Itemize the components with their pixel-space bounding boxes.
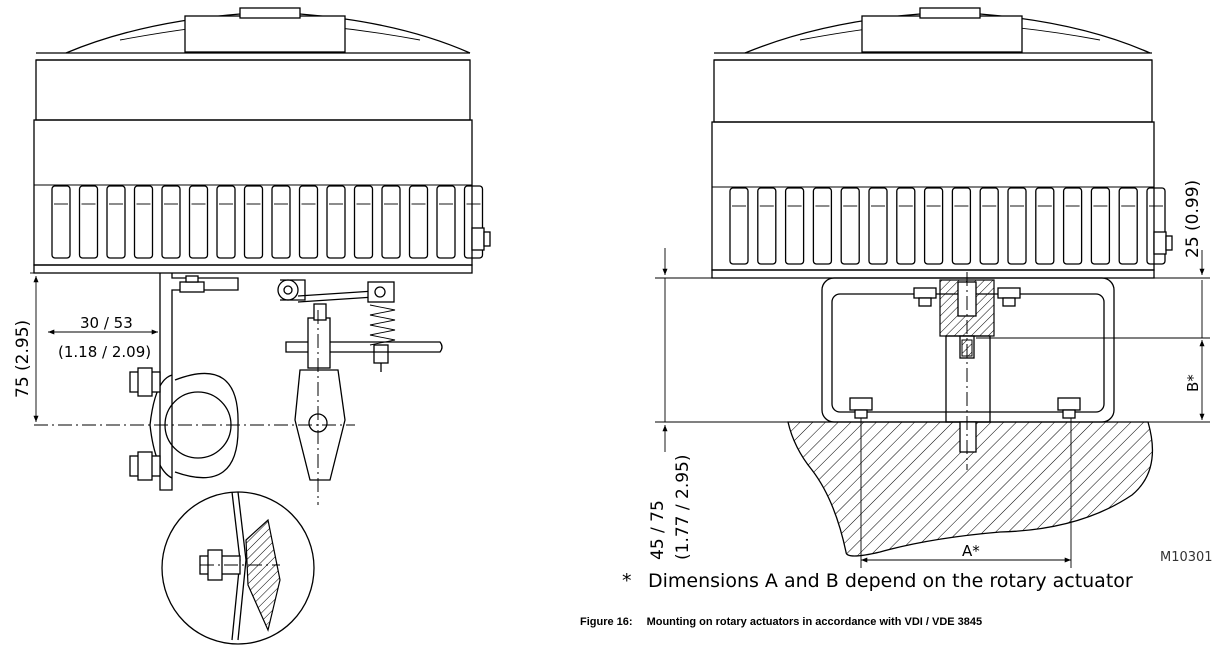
- dimension-b: B*: [1184, 340, 1205, 420]
- right-top-dimension: 25 (0.99): [1183, 180, 1205, 338]
- figure-title: Mounting on rotary actuators in accordan…: [646, 616, 983, 628]
- dimension-a-label: A*: [962, 542, 980, 560]
- right-mounting-bracket: [821, 277, 1115, 423]
- cooling-rib: [757, 187, 777, 265]
- cooling-rib: [161, 185, 181, 259]
- left-offset-dimension: 30 / 53 (1.18 / 2.09): [48, 314, 159, 361]
- cooling-rib: [1007, 187, 1027, 265]
- cooling-rib: [326, 185, 346, 259]
- right-top-dim-label: 25 (0.99): [1183, 180, 1203, 258]
- right-positioner-housing: [711, 7, 1173, 279]
- cooling-rib: [729, 187, 749, 265]
- cooling-rib: [1118, 187, 1138, 265]
- cooling-rib: [1062, 187, 1083, 265]
- cooling-rib: [923, 187, 944, 265]
- cooling-rib: [51, 185, 71, 259]
- cooling-rib: [951, 187, 972, 265]
- figure-caption: Figure 16: Mounting on rotary actuators i…: [580, 616, 982, 628]
- right-left-dim-inch-label: (1.77 / 2.95): [673, 454, 693, 560]
- left-height-dimension: 75 (2.95): [13, 272, 39, 422]
- left-height-label: 75 (2.95): [13, 320, 33, 398]
- cooling-rib: [381, 185, 401, 259]
- dimension-a: A*: [861, 542, 1071, 563]
- cooling-rib: [979, 187, 999, 265]
- left-positioner-housing: [33, 7, 491, 274]
- cooling-rib: [298, 185, 319, 259]
- cooling-rib: [353, 185, 374, 259]
- cooling-rib: [106, 185, 126, 259]
- left-view: 75 (2.95) 30 / 53 (1.18 / 2.09): [13, 7, 491, 645]
- right-left-dimension: 45 / 75 (1.77 / 2.95): [648, 248, 693, 560]
- rotary-actuator-section: [787, 421, 1154, 557]
- cooling-rib: [188, 185, 209, 259]
- left-offset-inch-label: (1.18 / 2.09): [58, 343, 151, 361]
- cooling-rib: [1146, 187, 1166, 265]
- cooling-rib: [271, 185, 291, 259]
- cooling-rib: [243, 185, 264, 259]
- cooling-rib: [463, 185, 484, 259]
- cooling-rib: [840, 187, 860, 265]
- note-text: Dimensions A and B depend on the rotary …: [648, 570, 1133, 592]
- cooling-rib: [78, 185, 99, 259]
- right-cooling-ribs: [729, 187, 1166, 265]
- cooling-rib: [784, 187, 805, 265]
- left-cooling-ribs: [51, 185, 484, 259]
- cooling-rib: [1090, 187, 1111, 265]
- left-detail-circle: [161, 491, 315, 645]
- cooling-rib: [408, 185, 429, 259]
- left-feedback-lever: [277, 279, 443, 481]
- figure-number: Figure 16:: [580, 616, 633, 628]
- cooling-rib: [216, 185, 236, 259]
- left-bracket: [129, 273, 239, 491]
- cooling-rib: [436, 185, 456, 259]
- cooling-rib: [1035, 187, 1055, 265]
- right-view: A* 45 / 75 (1.77 / 2.95) 25 (0.99) B*: [648, 7, 1210, 568]
- cooling-rib: [896, 187, 916, 265]
- dimension-b-label: B*: [1184, 374, 1202, 392]
- left-offset-label: 30 / 53: [80, 314, 133, 332]
- cooling-rib: [812, 187, 833, 265]
- dimension-note: * Dimensions A and B depend on the rotary…: [622, 570, 1133, 592]
- cooling-rib: [868, 187, 888, 265]
- cooling-rib: [133, 185, 154, 259]
- right-left-dim-label: 45 / 75: [648, 500, 668, 560]
- drawing-code: M10301: [1160, 550, 1213, 565]
- note-asterisk: *: [622, 570, 632, 592]
